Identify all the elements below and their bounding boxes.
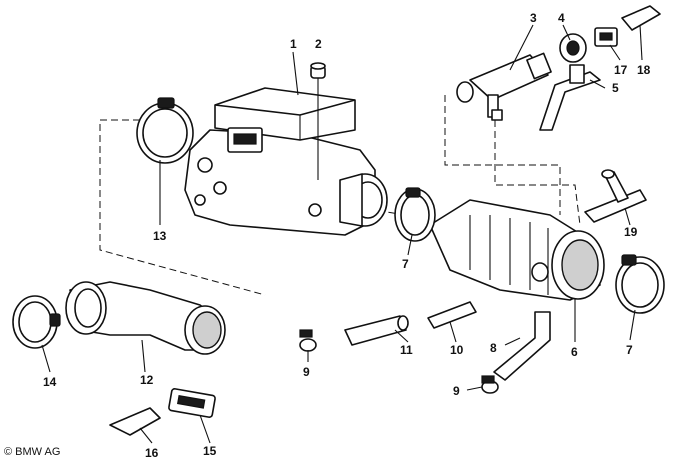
connector-boot <box>109 407 161 436</box>
copyright-notice: © BMW AG <box>4 446 60 458</box>
intake-elbow-hose <box>65 281 226 355</box>
callout-10: 10 <box>450 343 464 357</box>
cap-nut <box>310 62 326 180</box>
callout-11: 11 <box>400 343 413 357</box>
electrical-plug <box>168 388 216 418</box>
idle-valve <box>456 52 552 121</box>
hose-clamp-right <box>615 254 665 314</box>
callout-8: 8 <box>490 341 497 355</box>
air-flow-meter <box>184 87 388 236</box>
callout-7-center: 7 <box>402 257 409 271</box>
callout-labels: 1 2 3 4 5 6 7 7 8 9 9 10 11 12 13 14 15 … <box>43 11 651 460</box>
callout-5: 5 <box>612 81 619 95</box>
callout-3: 3 <box>530 11 537 25</box>
callout-13: 13 <box>153 229 167 243</box>
callout-7-right: 7 <box>626 343 633 357</box>
t-connector <box>584 169 647 223</box>
hose-connector <box>427 301 477 329</box>
callout-1: 1 <box>290 37 297 51</box>
callout-6: 6 <box>571 345 578 359</box>
vent-hose <box>344 315 409 346</box>
callout-19: 19 <box>624 225 638 239</box>
bent-hose <box>493 311 551 381</box>
hose-clamp-top-left <box>136 97 194 164</box>
hose-clamp-left <box>12 295 61 349</box>
mounting-bracket <box>539 64 601 131</box>
hose-clamp-center <box>394 187 436 242</box>
callout-17: 17 <box>614 63 628 77</box>
callout-4: 4 <box>558 11 565 25</box>
intake-bellows <box>429 199 605 301</box>
callout-14: 14 <box>43 375 57 389</box>
small-clamp-left <box>299 329 317 352</box>
rubber-boot <box>621 5 661 31</box>
callout-leaders <box>41 24 643 444</box>
callout-16: 16 <box>145 446 159 460</box>
callout-15: 15 <box>203 444 217 458</box>
callout-9-left: 9 <box>303 365 310 379</box>
callout-12: 12 <box>140 373 154 387</box>
callout-9-right: 9 <box>453 384 460 398</box>
rubber-mount <box>559 33 587 63</box>
plug-connector <box>594 27 618 47</box>
callout-18: 18 <box>637 63 651 77</box>
callout-2: 2 <box>315 37 322 51</box>
small-clamp-right <box>481 375 499 394</box>
